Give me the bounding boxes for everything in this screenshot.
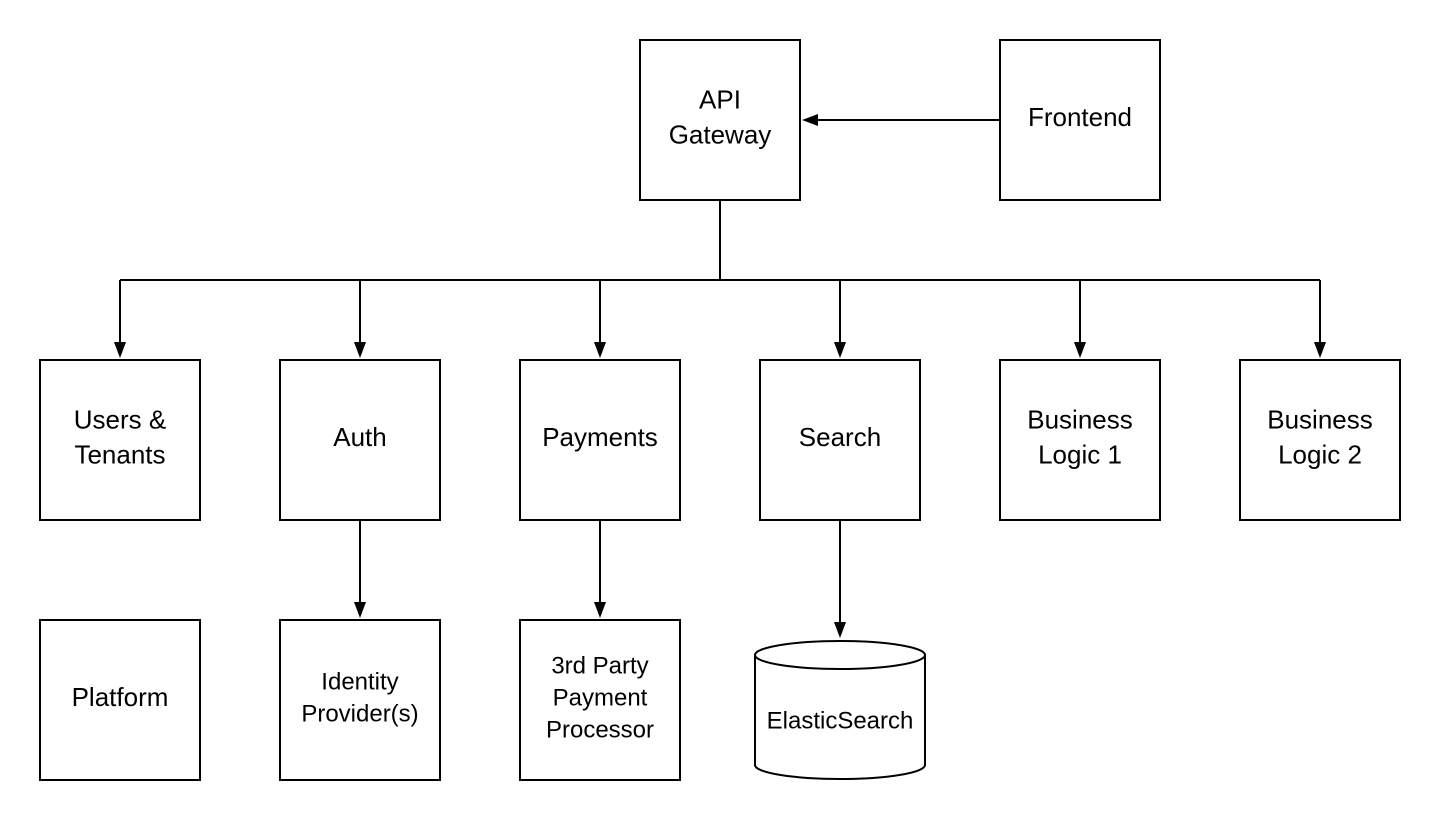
arrowhead-payment-processor bbox=[594, 602, 606, 618]
node-payments: Payments bbox=[519, 359, 681, 521]
node-frontend: Frontend bbox=[999, 39, 1161, 201]
node-search: Search bbox=[759, 359, 921, 521]
node-auth: Auth bbox=[279, 359, 441, 521]
node-api-gateway-label: API Gateway bbox=[669, 85, 772, 150]
node-users-tenants: Users & Tenants bbox=[39, 359, 201, 521]
arrowhead-business-logic-2 bbox=[1314, 342, 1326, 358]
node-platform-label-line-1: Platform bbox=[72, 682, 169, 712]
arrowhead-api-gateway bbox=[802, 114, 818, 126]
arrowhead-users-tenants bbox=[114, 342, 126, 358]
node-api-gateway-label-line-2: Gateway bbox=[669, 120, 772, 150]
node-payments-label: Payments bbox=[542, 422, 658, 452]
node-frontend-label-line-1: Frontend bbox=[1028, 102, 1132, 132]
node-business-logic-2-label-line-2: Logic 2 bbox=[1278, 440, 1362, 470]
edges bbox=[114, 114, 1326, 638]
node-business-logic-2-label-line-1: Business bbox=[1267, 405, 1373, 435]
node-api-gateway: API Gateway bbox=[639, 39, 801, 201]
node-business-logic-1-label-line-2: Logic 1 bbox=[1038, 440, 1122, 470]
node-identity-providers-label-line-2: Provider(s) bbox=[301, 700, 418, 727]
node-elasticsearch-label-line-1: ElasticSearch bbox=[767, 707, 914, 734]
node-elasticsearch-label: ElasticSearch bbox=[767, 707, 914, 734]
arrowhead-auth bbox=[354, 342, 366, 358]
node-payments-label-line-1: Payments bbox=[542, 422, 658, 452]
node-frontend-label: Frontend bbox=[1028, 102, 1132, 132]
arrowhead-business-logic-1 bbox=[1074, 342, 1086, 358]
node-auth-label-line-1: Auth bbox=[333, 422, 387, 452]
node-payment-processor-label-line-1: 3rd Party bbox=[551, 652, 648, 679]
arrowhead-search bbox=[834, 342, 846, 358]
arrowhead-elasticsearch bbox=[834, 622, 846, 638]
node-api-gateway-label-line-1: API bbox=[699, 85, 741, 115]
node-elasticsearch: ElasticSearch bbox=[754, 640, 926, 780]
node-auth-label: Auth bbox=[333, 422, 387, 452]
node-users-tenants-label: Users & Tenants bbox=[74, 405, 166, 470]
node-platform-label: Platform bbox=[72, 682, 169, 712]
node-identity-providers-label-line-1: Identity bbox=[321, 668, 398, 695]
database-cylinder-icon bbox=[754, 640, 926, 780]
arrowhead-payments bbox=[594, 342, 606, 358]
arrowhead-identity-providers bbox=[354, 602, 366, 618]
node-users-tenants-label-line-2: Tenants bbox=[74, 440, 165, 470]
node-platform: Platform bbox=[39, 619, 201, 781]
node-business-logic-1-label-line-1: Business bbox=[1027, 405, 1133, 435]
node-search-label: Search bbox=[799, 422, 881, 452]
node-users-tenants-label-line-1: Users & bbox=[74, 405, 166, 435]
database-cylinder-rim bbox=[754, 654, 926, 670]
node-payment-processor-label-line-2: Payment bbox=[553, 684, 648, 711]
node-search-label-line-1: Search bbox=[799, 422, 881, 452]
node-payment-processor-label-line-3: Processor bbox=[546, 716, 654, 743]
